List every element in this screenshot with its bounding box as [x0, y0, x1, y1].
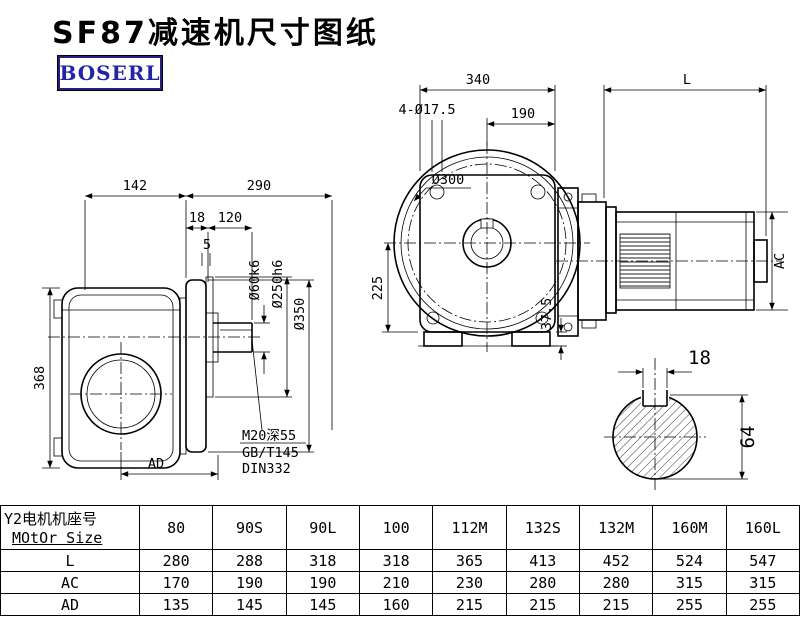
- dim-AD-label: AD: [148, 456, 164, 472]
- dim-key-width-label: 18: [688, 347, 711, 369]
- flange-body: [419, 174, 556, 333]
- motor-size-col-4: 100: [358, 505, 434, 550]
- table-row-AD: AD 135 145 145 160 215 215 215 255 255: [0, 593, 800, 616]
- table-header-row: Y2电机机座号 MOtOr Size 80 90S 90L 100 112M 1…: [0, 505, 800, 550]
- foot-left: [423, 331, 463, 347]
- L-value-5: 365: [432, 549, 507, 572]
- AC-value-9: 315: [725, 571, 800, 594]
- L-value-1: 280: [138, 549, 214, 572]
- note-din-standard-label: DIN332: [242, 461, 291, 477]
- note-gb-standard-label: GB/T145: [242, 445, 299, 461]
- L-value-3: 318: [285, 549, 360, 572]
- motor-side-view: AC: [556, 187, 788, 337]
- motor-size-col-8: 160M: [652, 505, 727, 550]
- foot-right: [511, 331, 551, 347]
- AC-value-8: 315: [652, 571, 727, 594]
- shaft-section-view: 18 64: [604, 347, 759, 492]
- dim-shaft-diameter-label: 64: [737, 426, 759, 449]
- table-row-L: L 280 288 318 318 365 413 452 524 547: [0, 549, 800, 572]
- motor-size-col-9: 160L: [725, 505, 800, 550]
- row-label-AC: AC: [0, 571, 140, 594]
- bolt-hole-top-right: [530, 184, 546, 200]
- motor-size-col-2: 90S: [212, 505, 287, 550]
- AC-value-5: 230: [432, 571, 507, 594]
- AD-value-5: 215: [432, 593, 507, 616]
- page-title: SF87减速机尺寸图纸: [52, 16, 379, 51]
- AC-value-7: 280: [578, 571, 654, 594]
- dim-290-label: 290: [247, 178, 271, 194]
- motor-size-col-7: 132M: [578, 505, 654, 550]
- dim-5-label: 5: [203, 237, 211, 253]
- dim-flange-d350-label: Ø350: [292, 298, 308, 331]
- dim-368-label: 368: [32, 366, 48, 390]
- AD-value-4: 160: [358, 593, 434, 616]
- front-view-dimensions: 340 L 190 4-Ø17.5 Ø300 225: [370, 72, 767, 360]
- boserl-logo-text: BOSERL: [59, 61, 161, 85]
- AC-value-2: 190: [212, 571, 287, 594]
- front-view: [384, 142, 590, 352]
- L-value-7: 452: [578, 549, 654, 572]
- motor-size-col-3: 90L: [285, 505, 360, 550]
- dim-37-5-label: 37.5: [539, 298, 555, 331]
- AD-value-7: 215: [578, 593, 654, 616]
- dim-pilot-d250-label: Ø250h6: [270, 260, 286, 309]
- dim-d300-label: Ø300: [432, 172, 465, 188]
- bolt-hole-top-left: [429, 184, 445, 200]
- L-value-4: 318: [358, 549, 434, 572]
- table-row-AC: AC 170 190 190 210 230 280 280 315 315: [0, 571, 800, 594]
- AC-value-6: 280: [505, 571, 580, 594]
- motor-size-col-6: 132S: [505, 505, 580, 550]
- AD-value-8: 255: [652, 593, 727, 616]
- L-value-9: 547: [725, 549, 800, 572]
- boserl-logo: BOSERL: [58, 56, 162, 90]
- row-label-AD: AD: [0, 593, 140, 616]
- dim-190-label: 190: [511, 106, 535, 122]
- motor-flange: [605, 206, 617, 314]
- motor-size-col-5: 112M: [432, 505, 507, 550]
- dim-AC-label: AC: [772, 253, 788, 269]
- dim-L-label: L: [683, 72, 691, 88]
- dim-142-label: 142: [123, 178, 147, 194]
- motor-size-col-1: 80: [138, 505, 214, 550]
- AC-value-1: 170: [138, 571, 214, 594]
- L-value-8: 524: [652, 549, 727, 572]
- dim-340-label: 340: [466, 72, 490, 88]
- gearbox-edge: [557, 187, 579, 337]
- dim-120-label: 120: [218, 210, 242, 226]
- dim-18-label: 18: [189, 210, 205, 226]
- AC-value-4: 210: [358, 571, 434, 594]
- note-thread-label: M20深55: [242, 428, 296, 444]
- left-view: [48, 276, 262, 469]
- motor-size-header-en: MOtOr Size: [12, 529, 103, 547]
- AD-value-3: 145: [285, 593, 360, 616]
- AD-value-1: 135: [138, 593, 214, 616]
- output-flange: [185, 279, 207, 453]
- AD-value-2: 145: [212, 593, 287, 616]
- dim-bolt-holes-label: 4-Ø17.5: [399, 102, 456, 118]
- L-value-6: 413: [505, 549, 580, 572]
- AC-value-3: 190: [285, 571, 360, 594]
- motor-size-header-cell: Y2电机机座号 MOtOr Size: [0, 505, 140, 550]
- motor-dimension-table: Y2电机机座号 MOtOr Size 80 90S 90L 100 112M 1…: [0, 505, 800, 616]
- AD-value-6: 215: [505, 593, 580, 616]
- L-value-2: 288: [212, 549, 287, 572]
- dim-225-label: 225: [370, 276, 386, 300]
- AD-value-9: 255: [725, 593, 800, 616]
- row-label-L: L: [0, 549, 140, 572]
- left-view-dimensions: 368 142 290 18 120 5 Ø60k6: [32, 178, 333, 480]
- motor-size-header-cn: Y2电机机座号: [4, 510, 98, 528]
